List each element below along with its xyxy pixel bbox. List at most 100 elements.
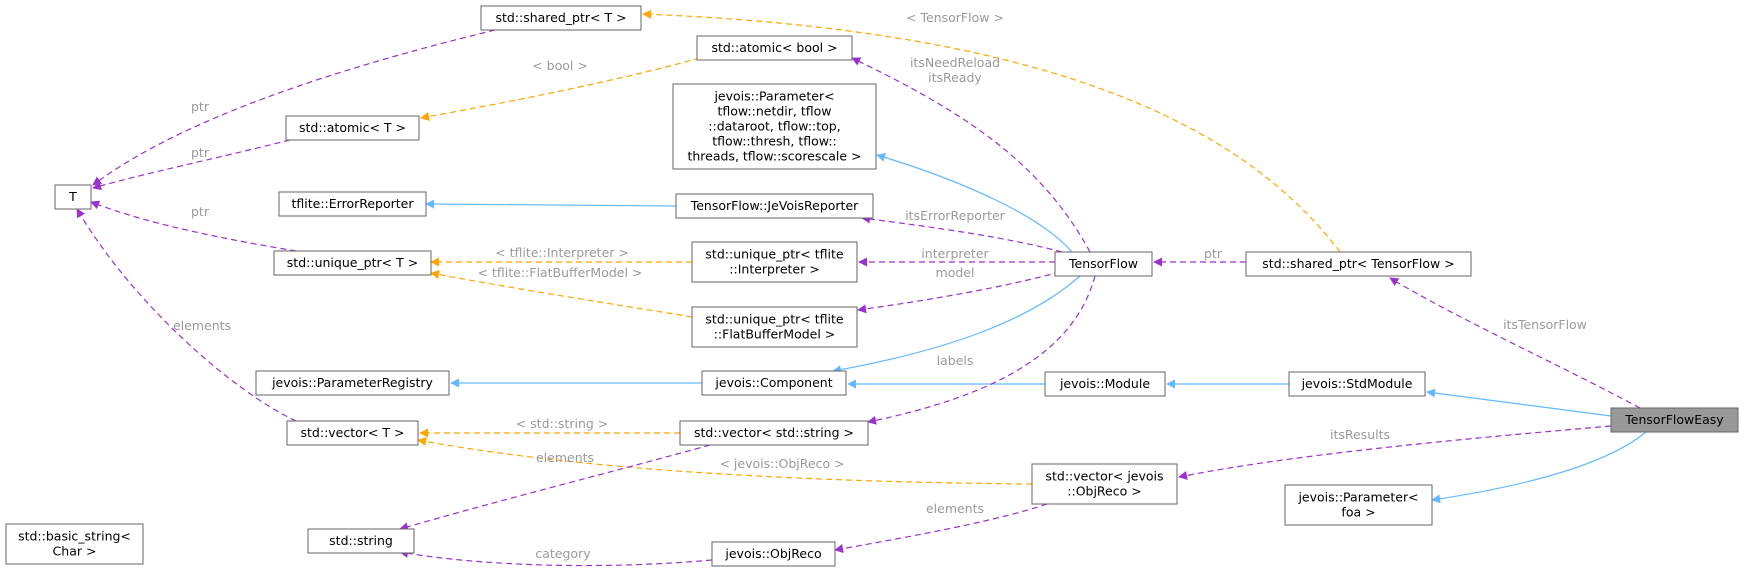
class-name-line: Char > xyxy=(53,544,97,559)
edge-template xyxy=(642,9,1341,253)
edge-path xyxy=(861,214,1063,253)
class-box xyxy=(1288,371,1426,397)
class-box xyxy=(1031,463,1178,505)
edge-label: ptr xyxy=(191,99,210,114)
class-box xyxy=(5,523,144,565)
class-node-uptr-fbm[interactable]: std::unique_ptr< tflite::FlatBufferModel… xyxy=(691,306,858,348)
class-node-atomic-T[interactable]: std::atomic< T > xyxy=(285,115,420,141)
edge-path xyxy=(834,503,1048,554)
class-name-line: T xyxy=(68,189,77,204)
edge-inherit xyxy=(832,275,1081,374)
class-node-stdmodule[interactable]: jevois::StdModule xyxy=(1288,371,1426,397)
class-name-line: std::atomic< bool > xyxy=(711,40,837,55)
edge-template xyxy=(420,57,701,121)
class-name-line: std::unique_ptr< tflite xyxy=(705,247,843,262)
edge-path xyxy=(642,9,1341,253)
edge-template xyxy=(417,437,1033,485)
class-node-param-registry[interactable]: jevois::ParameterRegistry xyxy=(255,370,450,396)
class-node-vec-T[interactable]: std::vector< T > xyxy=(286,420,419,446)
class-node-T[interactable]: T xyxy=(54,184,92,210)
class-node-tfeasy[interactable]: TensorFlowEasy xyxy=(1610,407,1739,433)
class-name-line: jevois::Parameter< xyxy=(713,89,834,104)
class-name-line: jevois::ObjReco xyxy=(724,546,821,561)
class-box xyxy=(1044,371,1166,397)
edge-label: itsReady xyxy=(928,70,982,85)
class-node-tensorflow[interactable]: TensorFlow xyxy=(1054,251,1153,277)
class-node-param-tflow[interactable]: jevois::Parameter< tflow::netdir, tflow:… xyxy=(672,83,877,170)
edge-path xyxy=(76,208,297,422)
edge-member xyxy=(90,200,297,252)
class-box xyxy=(307,528,415,554)
class-box xyxy=(54,184,92,210)
class-node-vec-string[interactable]: std::vector< std::string > xyxy=(679,420,869,446)
class-name-line: TensorFlowEasy xyxy=(1624,412,1724,427)
edge-label: labels xyxy=(937,353,974,368)
edge-template xyxy=(430,270,693,318)
edge-path xyxy=(1178,425,1612,480)
class-box xyxy=(1284,484,1433,526)
edge-path xyxy=(857,271,1061,314)
edge-label: elements xyxy=(926,501,984,516)
edge-member xyxy=(861,214,1063,253)
edge-inherit xyxy=(876,153,1073,253)
edge-label: category xyxy=(535,546,591,561)
edge-label: < std::string > xyxy=(516,416,609,431)
class-box xyxy=(691,241,858,283)
class-node-sp-T[interactable]: std::shared_ptr< T > xyxy=(480,5,642,31)
edge-inherit xyxy=(1431,431,1647,504)
edge-path xyxy=(425,199,677,209)
class-name-line: std::unique_ptr< tflite xyxy=(705,312,843,327)
class-box xyxy=(672,83,877,170)
class-box xyxy=(255,370,450,396)
class-node-uptr-interp[interactable]: std::unique_ptr< tflite::Interpreter > xyxy=(691,241,858,283)
class-name-line: jevois::StdModule xyxy=(1301,376,1413,391)
edge-path xyxy=(1431,431,1647,504)
class-name-line: jevois::Module xyxy=(1059,376,1150,391)
edge-path xyxy=(867,275,1096,425)
edge-label: elements xyxy=(536,450,594,465)
class-node-sp-tf[interactable]: std::shared_ptr< TensorFlow > xyxy=(1245,251,1472,277)
edge-path xyxy=(417,437,1033,485)
class-node-err-reporter[interactable]: tflite::ErrorReporter xyxy=(278,191,427,217)
edge-label: itsTensorFlow xyxy=(1503,317,1587,332)
class-box xyxy=(675,193,874,219)
class-node-jevois-reporter[interactable]: TensorFlow::JeVoisReporter xyxy=(675,193,874,219)
edge-member xyxy=(1178,425,1612,480)
edge-inherit xyxy=(1426,388,1612,417)
edge-label: itsErrorReporter xyxy=(905,208,1005,223)
class-node-string[interactable]: std::string xyxy=(307,528,415,554)
edge-member xyxy=(867,275,1096,425)
class-box xyxy=(679,420,869,446)
edge-label: < tflite::FlatBufferModel > xyxy=(478,265,643,280)
class-name-line: TensorFlow::JeVoisReporter xyxy=(690,198,859,213)
class-node-basic-string[interactable]: std::basic_string<Char > xyxy=(5,523,144,565)
class-name-line: std::shared_ptr< TensorFlow > xyxy=(1262,256,1454,271)
edge-member xyxy=(92,139,291,191)
class-node-objreco[interactable]: jevois::ObjReco xyxy=(711,541,836,567)
edge-member xyxy=(1389,277,1641,409)
edge-path xyxy=(430,270,693,318)
class-node-uptr-T[interactable]: std::unique_ptr< T > xyxy=(273,250,432,276)
class-name-line: std::basic_string< xyxy=(18,529,131,544)
class-node-component[interactable]: jevois::Component xyxy=(701,370,847,396)
class-name-line: ::dataroot, tflow::top, xyxy=(708,119,840,134)
edge-path xyxy=(876,153,1073,253)
edge-label: ptr xyxy=(191,204,210,219)
class-name-line: std::unique_ptr< T > xyxy=(287,255,418,270)
edge-member xyxy=(399,548,713,567)
class-name-line: tflow::thresh, tflow:: xyxy=(712,134,837,149)
class-box xyxy=(1245,251,1472,277)
class-node-atomic-bool[interactable]: std::atomic< bool > xyxy=(696,35,853,61)
class-name-line: threads, tflow::scorescale > xyxy=(687,149,861,164)
class-node-param-foa[interactable]: jevois::Parameter<foa > xyxy=(1284,484,1433,526)
class-node-module[interactable]: jevois::Module xyxy=(1044,371,1166,397)
edge-path xyxy=(92,139,291,191)
edge-path xyxy=(399,548,713,567)
class-box xyxy=(480,5,642,31)
class-name-line: ::ObjReco > xyxy=(1067,484,1141,499)
edge-path xyxy=(90,200,297,252)
class-name-line: ::FlatBufferModel > xyxy=(714,327,836,342)
class-name-line: std::vector< std::string > xyxy=(694,425,854,440)
class-node-vec-objreco[interactable]: std::vector< jevois::ObjReco > xyxy=(1031,463,1178,505)
class-name-line: jevois::Parameter< xyxy=(1297,490,1418,505)
